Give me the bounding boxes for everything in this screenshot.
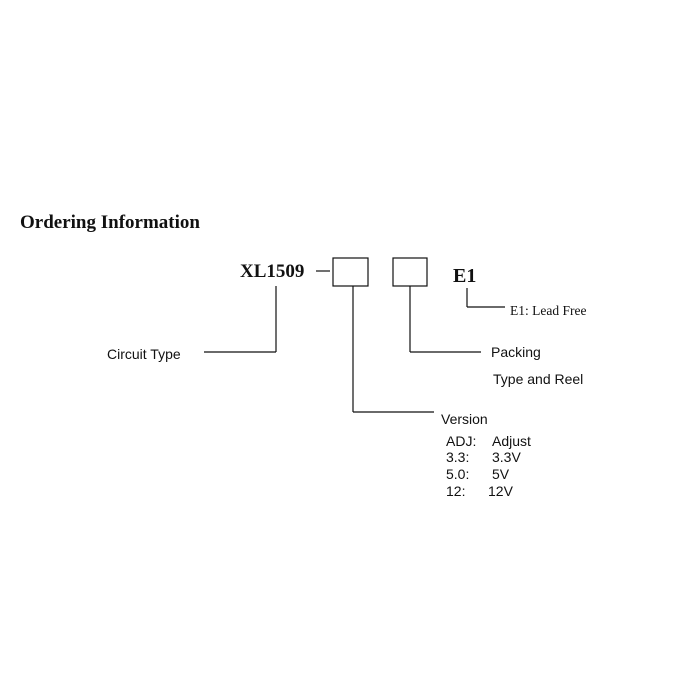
version-option-code: 3.3: [446, 449, 470, 465]
packing-label: Packing [491, 344, 541, 360]
version-option-value: 5V [492, 466, 510, 482]
version-option-value: 3.3V [492, 449, 521, 465]
version-option-value: 12V [488, 483, 513, 499]
version-option-code: 5.0: [446, 466, 470, 482]
circuit-type-label: Circuit Type [107, 346, 181, 362]
suffix-code: E1 [453, 265, 477, 287]
version-option-value: Adjust [492, 433, 531, 449]
packing-code-box [392, 257, 428, 287]
section-title: Ordering Information [20, 212, 200, 233]
version-code-box [332, 257, 369, 287]
version-option-code: ADJ: [446, 433, 477, 449]
part-number: XL1509 [240, 261, 305, 282]
suffix-description: E1: Lead Free [510, 303, 587, 318]
packing-type-label: Type and Reel [493, 371, 584, 387]
version-option-code: 12: [446, 483, 466, 499]
version-label: Version [441, 411, 488, 427]
